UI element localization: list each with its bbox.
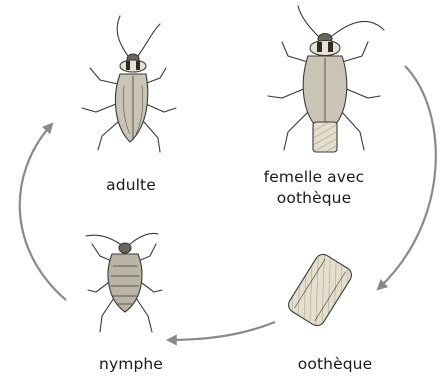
stage-label-femelle-line-2: oothèque <box>254 188 374 209</box>
cycle-arrow-femelle-to-ootheque <box>378 66 436 289</box>
cockroach-female-with-ootheca-icon <box>268 6 384 152</box>
cycle-arrow-nymphe-to-adulte <box>20 124 66 300</box>
stage-label-ootheque: oothèque <box>280 354 390 375</box>
stage-label-femelle-line-1: femelle avec <box>254 167 374 188</box>
stage-label-adulte: adulte <box>86 175 176 196</box>
stage-label-femelle-avec-ootheque: femelle avec oothèque <box>254 167 374 209</box>
cycle-arrow-ootheque-to-nymphe <box>168 322 275 340</box>
ootheca-egg-case-icon <box>286 251 355 328</box>
cockroach-nymph-icon <box>86 233 162 332</box>
cockroach-adult-icon <box>82 16 176 152</box>
stage-label-nymphe: nymphe <box>86 354 176 375</box>
